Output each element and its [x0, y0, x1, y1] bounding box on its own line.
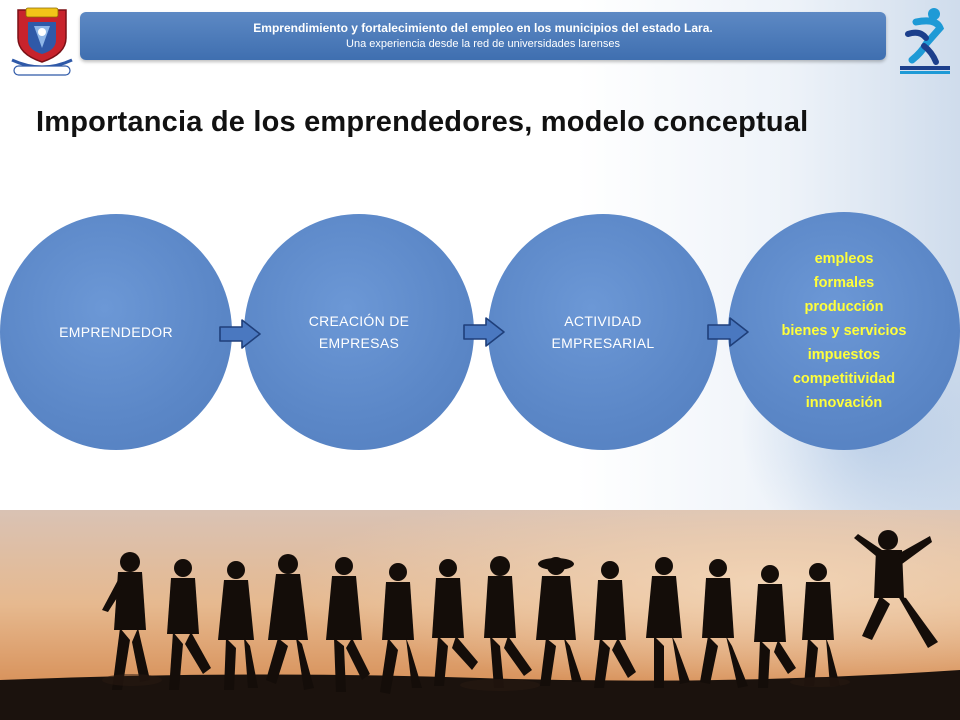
header-subtitle: Una experiencia desde la red de universi…: [346, 38, 620, 50]
outcome-item: empleos: [814, 251, 874, 267]
university-crest-icon: [8, 4, 76, 76]
stage-label: CREACIÓN DE EMPRESAS: [308, 313, 410, 351]
header-title: Emprendimiento y fortalecimiento del emp…: [253, 21, 713, 35]
right-arrow-icon: [706, 316, 750, 348]
outcome-item: innovación: [805, 395, 883, 411]
stage-actividad-empresarial: ACTIVIDAD EMPRESARIAL: [488, 214, 718, 450]
stage-outcomes: empleos formales producción bienes y ser…: [728, 212, 960, 450]
outcomes-list: empleos formales producción bienes y ser…: [782, 247, 907, 415]
slide-title: Importancia de los emprendedores, modelo…: [36, 106, 809, 138]
centro-de-capacidades-icon: [896, 4, 954, 76]
outcome-item: competitividad: [792, 371, 896, 387]
people-silhouettes-sunset-photo: [0, 510, 960, 720]
right-arrow-icon: [462, 316, 506, 348]
stage-label: EMPRENDEDOR: [59, 324, 173, 340]
right-arrow-icon: [218, 318, 262, 350]
header-banner: Emprendimiento y fortalecimiento del emp…: [80, 12, 886, 60]
outcome-item: producción: [804, 299, 884, 315]
stage-emprendedor: EMPRENDEDOR: [0, 214, 232, 450]
outcome-item: impuestos: [807, 347, 881, 363]
stage-label: ACTIVIDAD EMPRESARIAL: [551, 313, 655, 351]
outcome-item: bienes y servicios: [781, 323, 907, 339]
stage-creacion-empresas: CREACIÓN DE EMPRESAS: [244, 214, 474, 450]
outcome-item: formales: [813, 275, 875, 291]
